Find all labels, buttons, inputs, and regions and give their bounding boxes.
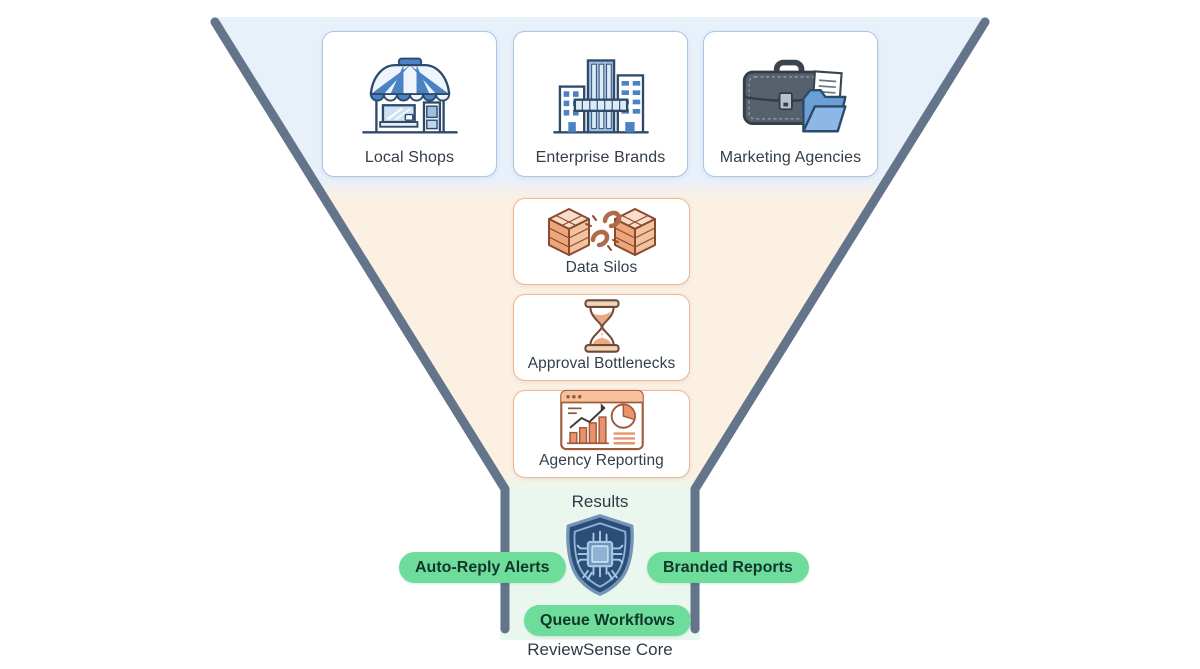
briefcase-folder-icon [729, 32, 853, 149]
card-label-approval-bottlenecks: Approval Bottlenecks [527, 355, 676, 372]
core-label: ReviewSense Core [527, 640, 673, 659]
card-local-shops: Local Shops [322, 31, 497, 177]
card-label-marketing-agencies: Marketing Agencies [719, 149, 862, 166]
card-label-data-silos: Data Silos [565, 259, 638, 276]
card-agency-reporting: Agency Reporting [513, 389, 690, 478]
pill-branded-reports: Branded Reports [647, 552, 809, 583]
pill-auto-reply-alerts: Auto-Reply Alerts [399, 552, 566, 583]
storefront-icon [354, 32, 466, 149]
hourglass-icon [575, 289, 629, 355]
office-buildings-icon [545, 32, 657, 149]
pill-label: Branded Reports [663, 558, 793, 576]
card-approval-bottlenecks: Approval Bottlenecks [513, 294, 690, 381]
card-data-silos: Data Silos [513, 198, 690, 285]
card-enterprise-brands: Enterprise Brands [513, 31, 688, 177]
pill-label: Queue Workflows [540, 611, 675, 629]
analytics-report-icon [556, 380, 648, 452]
pill-label: Auto-Reply Alerts [415, 558, 550, 576]
results-label: Results [571, 492, 629, 511]
card-label-local-shops: Local Shops [364, 149, 455, 166]
pill-queue-workflows: Queue Workflows [524, 605, 691, 636]
card-label-enterprise-brands: Enterprise Brands [535, 149, 666, 166]
broken-link-cubes-icon [539, 199, 665, 259]
card-label-agency-reporting: Agency Reporting [539, 452, 664, 469]
card-marketing-agencies: Marketing Agencies [703, 31, 878, 177]
circuit-shield-icon [558, 511, 642, 604]
